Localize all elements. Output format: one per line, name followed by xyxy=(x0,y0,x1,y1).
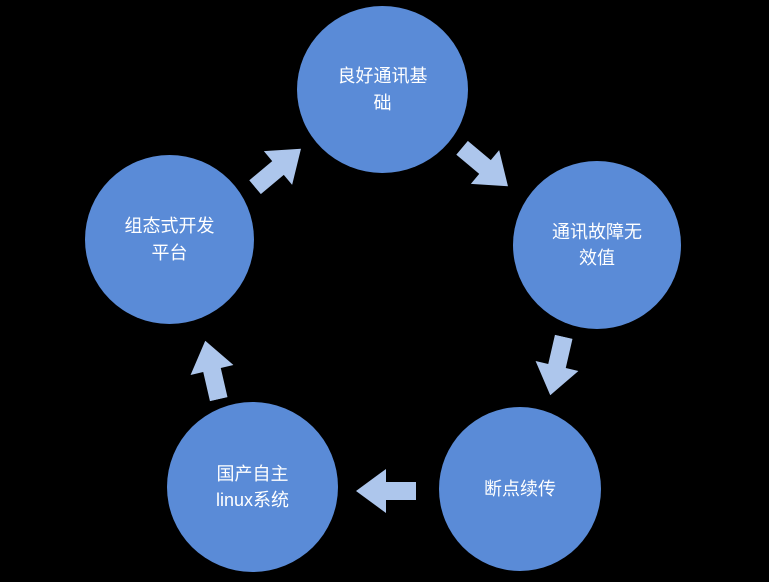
cycle-node-left: 组态式开发 平台 xyxy=(85,155,254,324)
arrow-down-icon xyxy=(529,332,585,400)
arrow-up-icon xyxy=(184,336,240,404)
arrow-down-right-icon xyxy=(448,131,522,203)
arrow-up-right-icon xyxy=(241,132,315,204)
node-label-top: 良好通讯基 础 xyxy=(337,66,428,113)
cycle-node-bottom-right: 断点续传 xyxy=(439,407,601,571)
node-label-right: 通讯故障无 效值 xyxy=(552,221,642,268)
node-label-bottom-right: 断点续传 xyxy=(484,478,556,499)
cycle-node-top: 良好通讯基 础 xyxy=(297,6,468,173)
cycle-node-right: 通讯故障无 效值 xyxy=(513,161,681,329)
node-label-bottom-left: 国产自主 linux系统 xyxy=(215,463,290,510)
cycle-node-bottom-left: 国产自主 linux系统 xyxy=(167,402,338,572)
arrow-left-icon xyxy=(356,469,416,513)
node-label-left: 组态式开发 平台 xyxy=(124,216,215,263)
